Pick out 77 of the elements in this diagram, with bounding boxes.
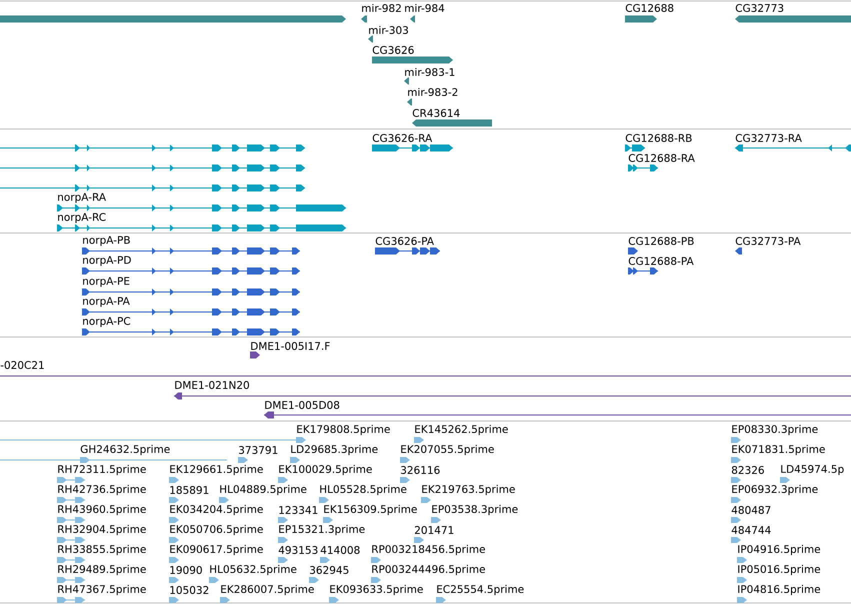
feature-label: CG12688-PA xyxy=(628,257,694,265)
feature-label: RH33855.5prime xyxy=(58,544,146,556)
feature-label: LD29685.3prime xyxy=(291,444,378,456)
feature-label: EK093633.5prime xyxy=(330,584,423,596)
feature-label: EK071831.5prime xyxy=(732,444,825,456)
feature-label: 185891 xyxy=(170,486,208,494)
feature-label: EK050706.5prime xyxy=(170,524,263,536)
feature-label: DME1-021N20 xyxy=(175,381,249,389)
feature-label: CG3626 xyxy=(372,46,414,54)
feature-label: RH43960.5prime xyxy=(58,504,146,516)
feature-label: CR43614 xyxy=(412,109,460,117)
feature-label: 480487 xyxy=(732,506,770,514)
feature-label: CG32773 xyxy=(736,4,784,12)
feature-label: 82326 xyxy=(732,466,764,474)
feature-label: EP15321.3prime xyxy=(279,524,365,536)
feature-label: DME1-005D08 xyxy=(265,401,340,409)
feature-label: CG12688-PB xyxy=(628,237,694,245)
feature-label: 493153 xyxy=(278,546,318,554)
feature-label: mir-983-2 xyxy=(408,88,458,96)
feature-label: EK286007.5prime xyxy=(221,584,314,596)
feature-label: CG3626-PA xyxy=(376,237,434,245)
feature-label: norpA-RA xyxy=(58,193,106,203)
feature-label: norpA-PC xyxy=(83,317,130,327)
feature-label: 326116 xyxy=(401,466,440,474)
feature-label: mir-983-1 xyxy=(405,68,454,76)
feature-label: EK156309.5prime xyxy=(324,504,417,516)
feature-label: norpA-PB xyxy=(83,236,130,246)
feature-label: mir-984 xyxy=(405,4,444,12)
feature-label: CG32773-RA xyxy=(736,134,802,142)
feature-label: 123341 xyxy=(279,506,318,514)
feature-label: GH24632.5prime xyxy=(80,444,170,456)
feature-label: 414008 xyxy=(320,546,360,554)
feature-label: EK207055.5prime xyxy=(401,444,494,456)
feature-label: CG12688-RB xyxy=(626,134,692,142)
feature-label: IP05016.5prime xyxy=(738,564,820,576)
feature-label: IP04816.5prime xyxy=(738,584,820,596)
feature-label: CG32773-PA xyxy=(736,237,801,245)
feature-label: EK034204.5prime xyxy=(170,504,263,516)
feature-label: EP06932.3prime xyxy=(732,484,818,496)
feature-label: IP04916.5prime xyxy=(738,544,820,556)
feature-label: CG3626-RA xyxy=(372,134,432,142)
feature-label: EP08330.3prime xyxy=(732,424,818,436)
feature-label: EK145262.5prime xyxy=(415,424,508,436)
feature-label: 201471 xyxy=(414,526,454,534)
feature-label: EC25554.5prime xyxy=(437,584,524,596)
feature-label: HL05528.5prime xyxy=(320,484,406,496)
feature-label: 484744 xyxy=(732,526,771,534)
feature-label: EK090617.5prime xyxy=(170,544,263,556)
feature-label: 362945 xyxy=(310,566,348,574)
feature-label: EK129661.5prime xyxy=(170,464,263,476)
feature-label: EP03538.3prime xyxy=(432,504,518,516)
feature-label: RH47367.5prime xyxy=(58,584,146,596)
feature-label: HL05632.5prime xyxy=(210,564,296,576)
feature-label: 105032 xyxy=(170,586,208,594)
feature-label: CG12688-RA xyxy=(628,154,695,162)
feature-label: RH42736.5prime xyxy=(58,484,146,496)
feature-label: DME1-005I17.F xyxy=(251,342,330,350)
feature-label: mir-303 xyxy=(369,26,408,34)
feature-label: norpA-PE xyxy=(83,277,130,287)
feature-label: norpA-PA xyxy=(83,297,130,307)
feature-label: LD45974.5p xyxy=(781,465,844,475)
feature-label: RP003218456.5prime xyxy=(372,544,485,556)
feature-label: 19090 xyxy=(170,566,202,574)
feature-label: mir-982 xyxy=(362,4,401,12)
feature-label: norpA-RC xyxy=(58,213,106,223)
feature-label: norpA-PD xyxy=(83,256,131,266)
feature-label: EK219763.5prime xyxy=(422,484,515,496)
feature-label: EK100029.5prime xyxy=(279,464,372,476)
feature-label: RH72311.5prime xyxy=(58,464,146,476)
feature-label: -020C21 xyxy=(0,361,44,369)
feature-label: RH32904.5prime xyxy=(58,524,146,536)
feature-label: EK179808.5prime xyxy=(297,424,390,436)
feature-label: RH29489.5prime xyxy=(58,564,146,576)
feature-label: HL04889.5prime xyxy=(220,484,306,496)
feature-label: CG12688 xyxy=(626,4,674,12)
feature-label: RP003244496.5prime xyxy=(372,564,485,576)
feature-label: 373791 xyxy=(239,446,278,454)
